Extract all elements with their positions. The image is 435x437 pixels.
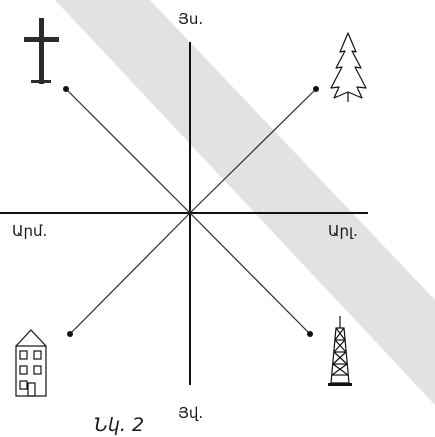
diagonal-ne — [189, 88, 317, 214]
diagonal-nw — [65, 88, 191, 214]
cross-icon — [24, 18, 59, 84]
label-east: Արլ. — [328, 222, 358, 240]
diagonal-sw — [69, 212, 191, 335]
endpoint-dot-nw — [63, 86, 69, 92]
fir-tree-icon — [330, 32, 367, 102]
label-south: Յվ. — [178, 404, 203, 422]
figure-caption: Նկ. 2 — [94, 414, 144, 436]
endpoint-dot-se — [307, 331, 313, 337]
diagonal-se — [189, 212, 311, 335]
label-north: Յս. — [178, 10, 203, 28]
watermark — [55, 0, 435, 405]
label-west: Արմ. — [12, 222, 47, 240]
tower-icon — [328, 316, 352, 386]
house-icon — [15, 329, 47, 397]
endpoint-dot-sw — [67, 331, 73, 337]
endpoint-dot-ne — [313, 86, 319, 92]
